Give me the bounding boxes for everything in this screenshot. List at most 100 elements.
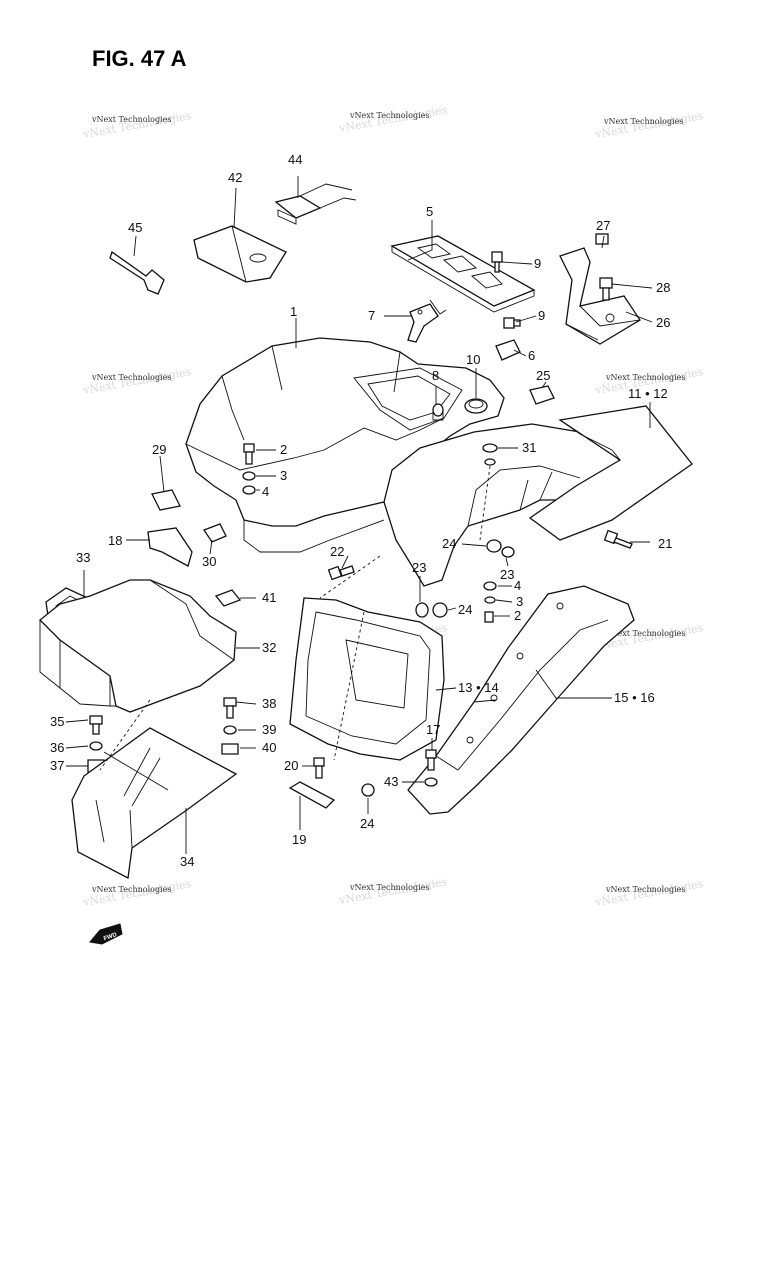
watermark-shadow: vNext Technologies [81, 109, 192, 141]
callout-3: 3 [280, 468, 287, 483]
callout-34: 34 [180, 854, 194, 869]
callout-20: 20 [284, 758, 298, 773]
callout-28: 28 [656, 280, 670, 295]
part-5-carrier [390, 235, 536, 315]
figure-title: FIG. 47 A [92, 46, 187, 71]
part-27-bolt [595, 233, 609, 245]
part-39-washer [223, 725, 237, 735]
callout-33: 33 [76, 550, 90, 565]
leader-lines [65, 176, 653, 854]
callout-8: 8 [432, 368, 439, 383]
callout-36: 36 [50, 740, 64, 755]
callout-1: 1 [290, 304, 297, 319]
callout-25: 25 [536, 368, 550, 383]
part-34-bracket [71, 727, 238, 880]
part-19-bracket [288, 781, 336, 809]
callout-26: 26 [656, 315, 670, 330]
watermark: vNext Technologies [91, 373, 171, 382]
part-1-rear-fender [185, 337, 505, 553]
part-32-air-box [39, 579, 237, 713]
watermark: vNext Technologies [603, 117, 683, 126]
callout-labels: 1 2 2 3 3 4 4 5 6 7 8 9 9 10 11 • 12 13 … [50, 152, 672, 869]
callout-29: 29 [152, 442, 166, 457]
callout-45: 45 [128, 220, 142, 235]
part-11-12-mud-flap [528, 405, 693, 541]
part-31-washer [482, 443, 498, 466]
callout-41: 41 [262, 590, 276, 605]
callout-17: 17 [426, 722, 440, 737]
callout-11-12: 11 • 12 [628, 386, 668, 401]
callout-19: 19 [292, 832, 306, 847]
callout-3: 3 [516, 594, 523, 609]
watermark: vNext Technologies [91, 115, 171, 124]
callout-38: 38 [262, 696, 276, 711]
callout-6: 6 [528, 348, 535, 363]
watermark: vNext Technologies [349, 883, 429, 892]
part-22-bolt [327, 565, 355, 581]
part-8-grommet [432, 403, 444, 421]
part-28-bolt [599, 277, 613, 301]
part-26-bracket [559, 247, 641, 345]
callout-35: 35 [50, 714, 64, 729]
callout-2: 2 [280, 442, 287, 457]
part-24-collar [483, 539, 515, 623]
part-6-bracket [495, 339, 521, 361]
callout-43: 43 [384, 774, 398, 789]
part-44-strap [274, 183, 357, 225]
callout-27: 27 [596, 218, 610, 233]
callout-42: 42 [228, 170, 242, 185]
watermark: vNext Technologies [349, 111, 429, 120]
callout-4: 4 [262, 484, 269, 499]
callout-15-16: 15 • 16 [614, 690, 655, 705]
callout-22: 22 [330, 544, 344, 559]
callout-24: 24 [360, 816, 374, 831]
part-18-pad [147, 527, 193, 567]
part-38-bolt [223, 697, 237, 719]
callout-10: 10 [466, 352, 480, 367]
callout-44: 44 [288, 152, 302, 167]
callout-13-14: 13 • 14 [458, 680, 499, 695]
part-45-wrench [109, 250, 165, 295]
callout-24: 24 [442, 536, 456, 551]
callout-21: 21 [658, 536, 672, 551]
callout-24: 24 [458, 602, 472, 617]
fwd-label: FWD [103, 932, 119, 943]
part-30-pad [203, 523, 227, 543]
callout-4: 4 [514, 578, 521, 593]
part-36-washer [89, 741, 103, 751]
part-20-bolt [313, 757, 325, 779]
callout-31: 31 [522, 440, 536, 455]
watermark: vNext Technologies [605, 885, 685, 894]
callout-18: 18 [108, 533, 122, 548]
callout-40: 40 [262, 740, 276, 755]
part-21-bolt [603, 529, 633, 549]
callout-9: 9 [534, 256, 541, 271]
part-23-collar [415, 602, 448, 618]
callout-23: 23 [412, 560, 426, 575]
part-40-grommet [221, 743, 239, 755]
callout-7: 7 [368, 308, 375, 323]
callout-9: 9 [538, 308, 545, 323]
callout-30: 30 [202, 554, 216, 569]
part-35-bolt [89, 715, 103, 735]
part-24-collar-bottom [361, 783, 375, 797]
part-7-bracket [407, 303, 439, 343]
part-13-14-inner-guard [289, 597, 445, 761]
callout-5: 5 [426, 204, 433, 219]
part-41-pad [214, 589, 242, 607]
watermark: vNext Technologies [605, 629, 685, 638]
callout-39: 39 [262, 722, 276, 737]
callout-23: 23 [500, 567, 514, 582]
part-29-rubber [151, 489, 181, 511]
callout-2: 2 [514, 608, 521, 623]
part-10-cap [464, 398, 488, 414]
fwd-arrow-icon: FWD [89, 923, 123, 945]
callout-37: 37 [50, 758, 64, 773]
callout-32: 32 [262, 640, 276, 655]
part-42-tool-bag [193, 225, 287, 283]
part-2-bolt-left [242, 443, 256, 495]
part-25-block [529, 385, 555, 405]
part-17-bolt [424, 749, 438, 787]
watermark: vNext Technologies [605, 373, 685, 382]
